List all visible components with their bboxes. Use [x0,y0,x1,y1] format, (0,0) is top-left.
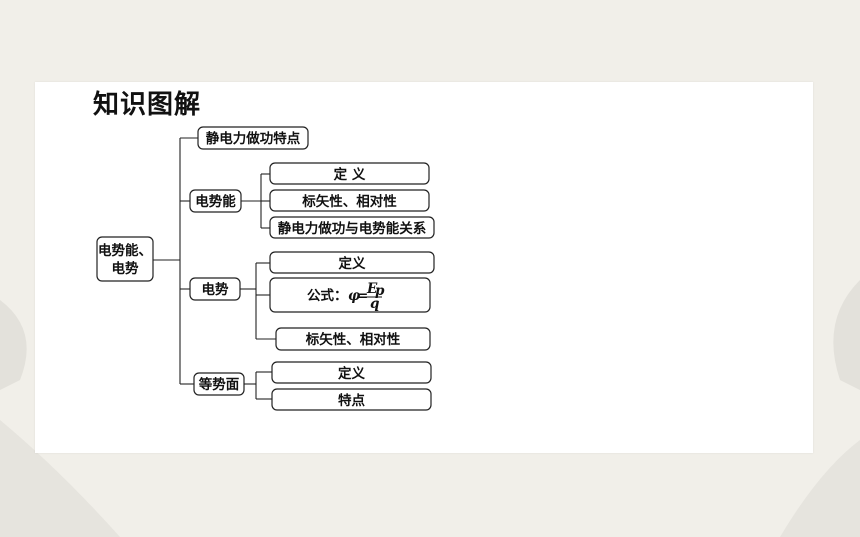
potential-label: 电势 [202,281,229,298]
equipotential-definition-label: 定义 [338,365,365,382]
root-node-line2: 电势 [112,260,139,277]
formula-numerator-sub: p [375,283,385,299]
potential-definition-node: 定义 [269,251,435,274]
pe-definition-label: 定 义 [334,166,366,183]
potential-connectors [240,262,276,340]
equipotential-characteristics-node: 特点 [271,388,432,411]
slide: 知识图解 [35,82,813,453]
potential-energy-node: 电势能 [189,189,242,213]
potential-node: 电势 [189,277,241,301]
formula-denominator: q [370,296,379,312]
equipotential-label: 等势面 [199,376,240,393]
potential-energy-label: 电势能 [195,193,236,210]
equipotential-characteristics-label: 特点 [338,392,365,409]
equipotential-node: 等势面 [193,372,245,396]
root-node: 电势能、 电势 [96,236,154,282]
potential-definition-label: 定义 [339,255,366,272]
pe-definition-node: 定 义 [269,162,430,185]
root-node-line1: 电势能、 [98,242,152,259]
concept-map: 电势能、 电势 静电力做功特点 电势能 定 义 标矢性、相对性 静电力做功与电势… [96,126,435,411]
pe-property-node: 标矢性、相对性 [269,189,430,212]
pe-property-label: 标矢性、相对性 [301,193,397,210]
potential-formula-node: 公式： φ = E p q [269,277,431,313]
potential-energy-connectors [241,173,270,229]
formula-prefix: 公式： [307,287,348,304]
equipotential-connectors [244,371,272,400]
pe-work-relation-label: 静电力做功与电势能关系 [278,220,427,237]
equipotential-definition-node: 定义 [271,361,432,384]
formula-equals: = [357,288,368,304]
page-title: 知识图解 [93,90,202,120]
work-characteristics-node: 静电力做功特点 [197,126,309,150]
work-characteristics-label: 静电力做功特点 [206,130,301,147]
formula-numerator: E [366,281,378,297]
pe-work-relation-node: 静电力做功与电势能关系 [269,216,435,239]
potential-property-label: 标矢性、相对性 [305,331,401,348]
potential-property-node: 标矢性、相对性 [275,327,431,351]
formula-lhs: φ [348,288,361,304]
root-connectors [153,137,198,385]
